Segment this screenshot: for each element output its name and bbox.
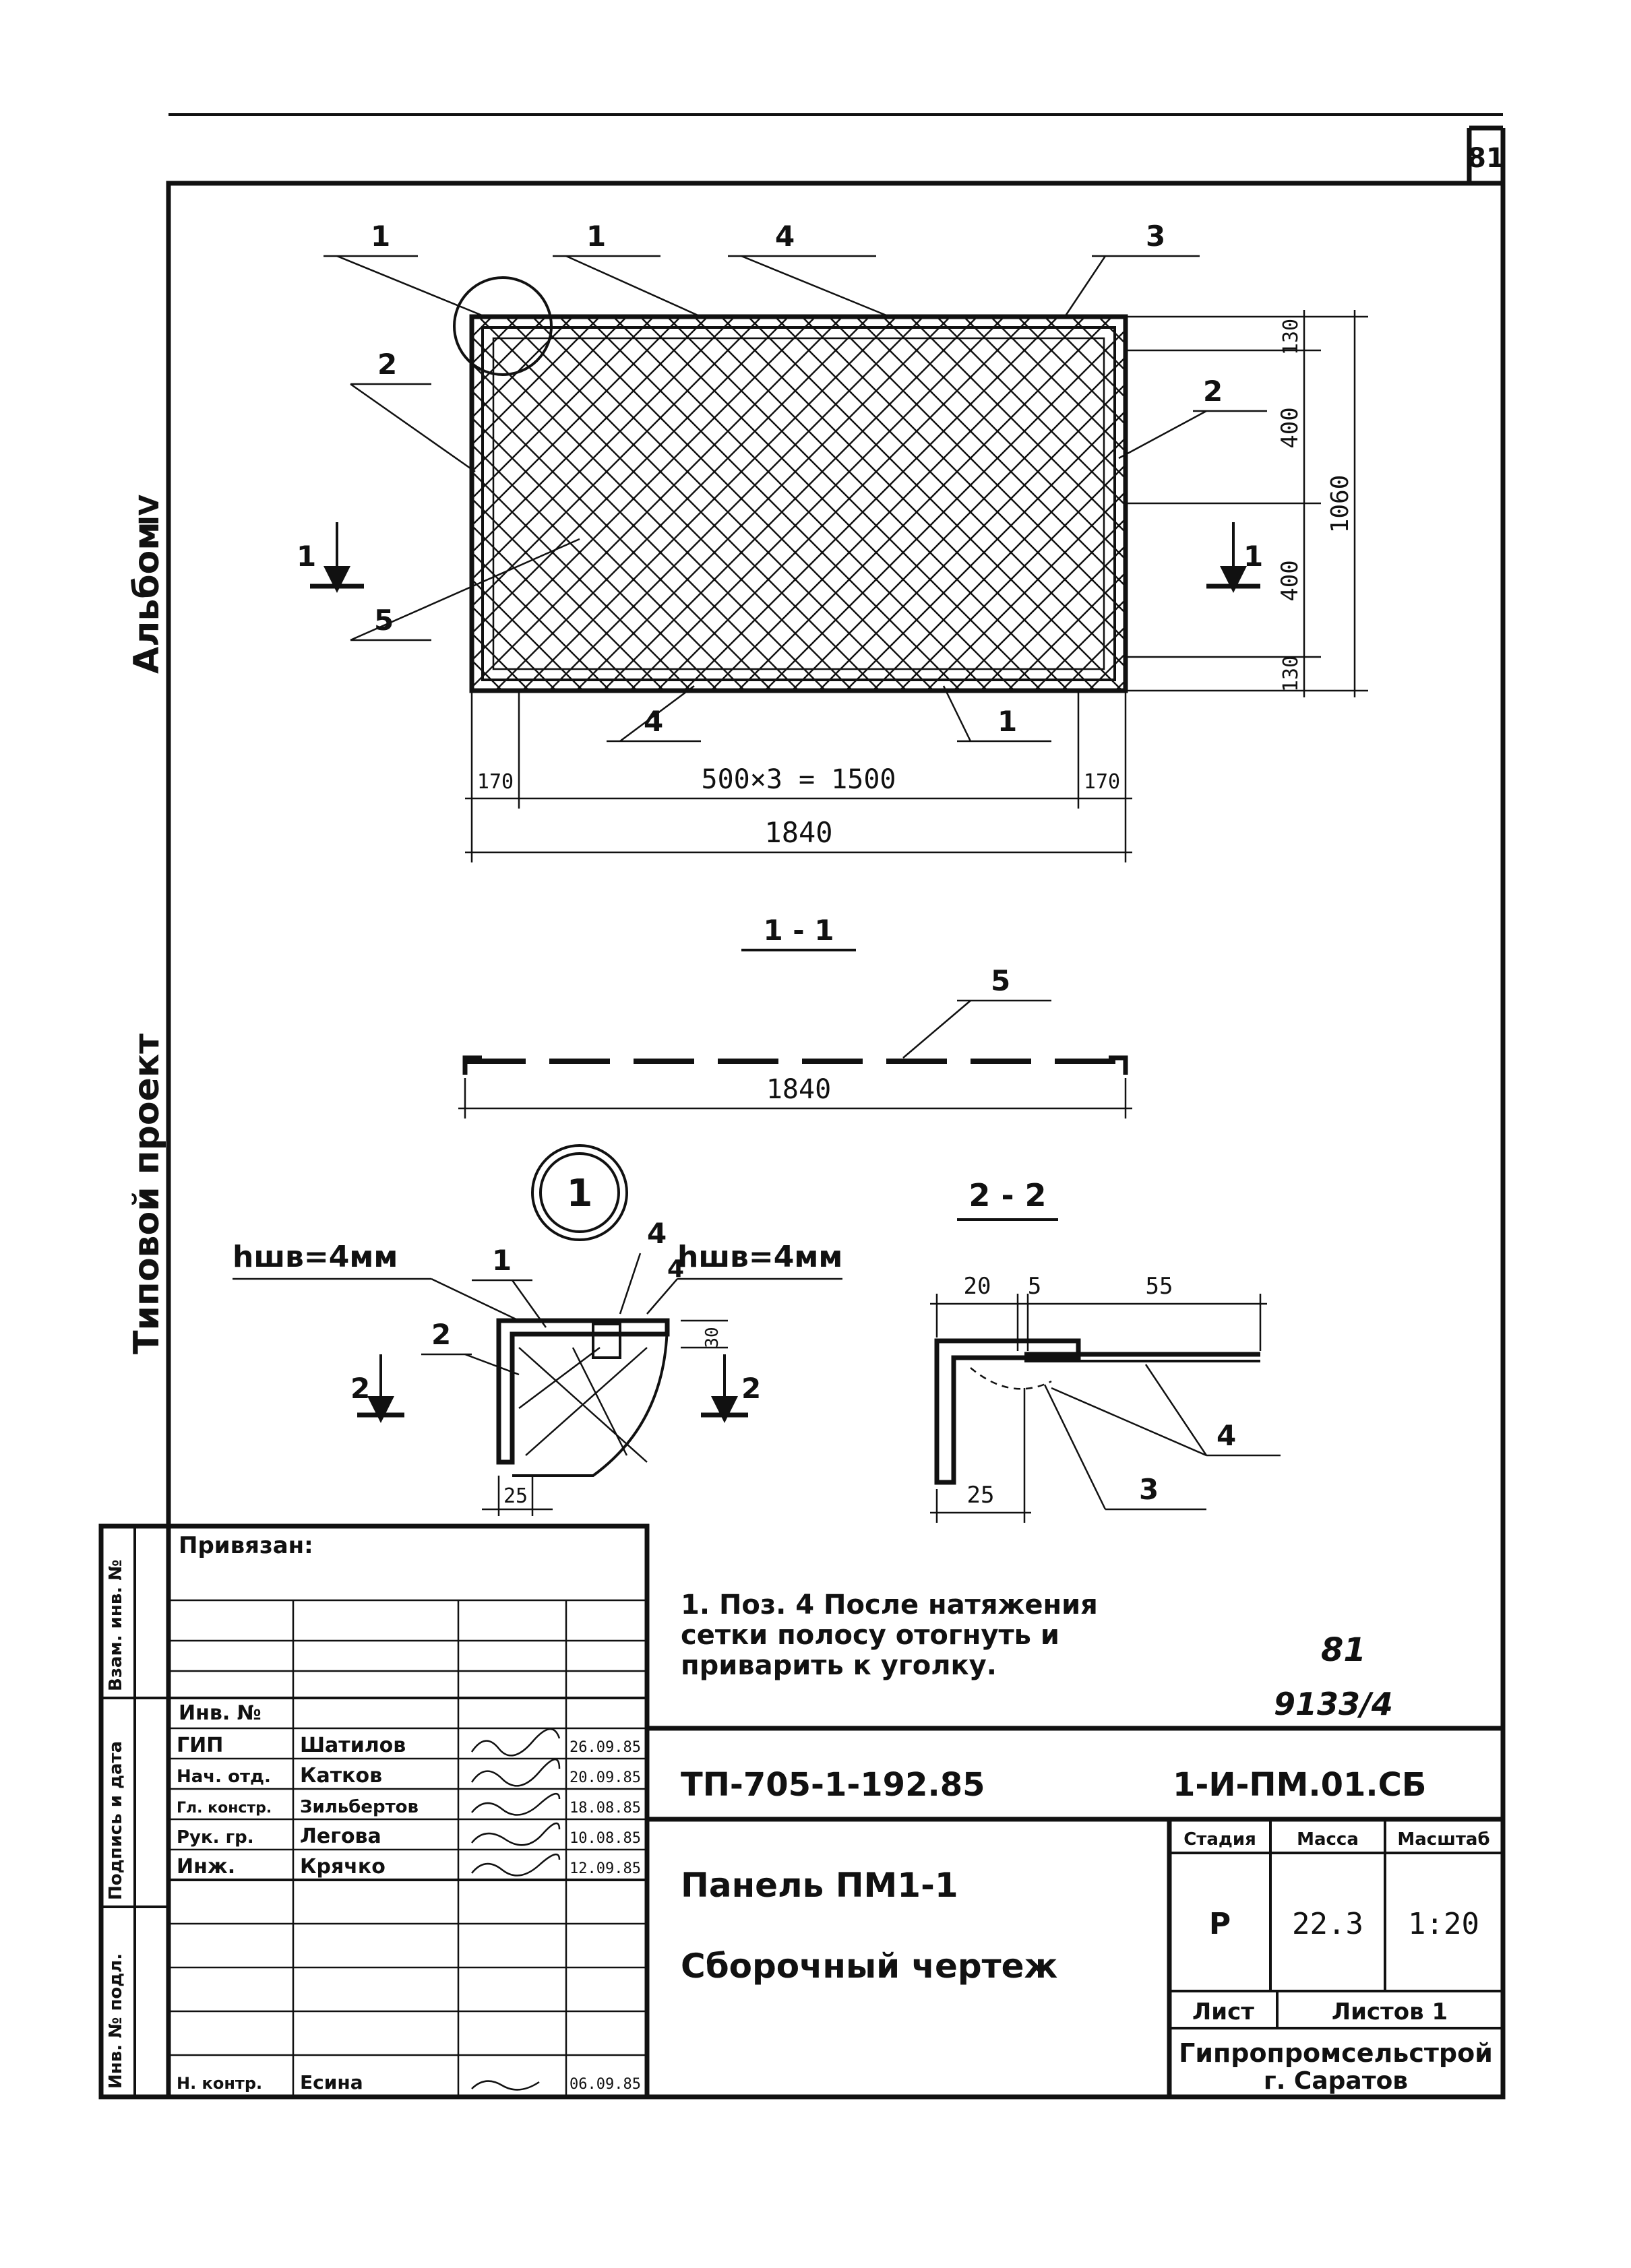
- svg-text:1: 1: [567, 1172, 593, 1216]
- svg-text:Нач. отд.: Нач. отд.: [177, 1767, 271, 1787]
- signatures: [470, 1728, 561, 2091]
- section-2-2: 2 - 2 20 5 55 25 4 3: [930, 1177, 1281, 1523]
- panel-plan-view: 1 1 4 3 2 2 5 4 1 1 1 130 400 400 130 10…: [297, 220, 1368, 862]
- svg-text:1:20: 1:20: [1408, 1907, 1479, 1941]
- svg-text:4: 4: [1217, 1419, 1236, 1452]
- svg-text:30: 30: [702, 1327, 722, 1348]
- svg-text:Р: Р: [1209, 1907, 1231, 1941]
- side-inscription-album: Альбом IV: [127, 495, 167, 674]
- svg-text:Рук. гр.: Рук. гр.: [177, 1827, 254, 1848]
- svg-text:приварить к уголку.: приварить к уголку.: [681, 1650, 997, 1681]
- svg-text:170: 170: [1084, 770, 1120, 794]
- title-block-main: ТП-705-1-192.85 1-И-ПМ.01.СБ Панель ПМ1-…: [647, 1726, 1503, 2097]
- svg-text:IV: IV: [134, 495, 165, 526]
- svg-text:Шатилов: Шатилов: [300, 1734, 406, 1757]
- svg-text:1840: 1840: [766, 1074, 831, 1105]
- svg-text:55: 55: [1146, 1273, 1173, 1300]
- node-1-detail: 1 hшв=4мм hшв=4мм 1 4 4 2 30 25 2 2: [233, 1144, 842, 1516]
- svg-text:Гл. констр.: Гл. констр.: [177, 1800, 272, 1817]
- svg-text:500×3 = 1500: 500×3 = 1500: [702, 764, 896, 795]
- svg-text:hшв=4мм: hшв=4мм: [677, 1240, 842, 1274]
- svg-text:130: 130: [1279, 319, 1303, 355]
- svg-text:26.09.85: 26.09.85: [570, 1739, 641, 1756]
- section-1-1: 1 - 1 5 1840: [458, 914, 1132, 1119]
- item-name: Панель ПМ1-1: [681, 1866, 958, 1905]
- svg-text:20: 20: [964, 1273, 991, 1300]
- svg-text:2: 2: [431, 1318, 451, 1351]
- svg-text:Зильбертов: Зильбертов: [300, 1797, 419, 1817]
- svg-text:170: 170: [477, 770, 514, 794]
- svg-text:18.08.85: 18.08.85: [570, 1800, 641, 1817]
- stamp-side-columns: Взам. инв. № Подпись и дата Инв. № подл.: [98, 1523, 171, 2100]
- svg-text:Н. контр.: Н. контр.: [177, 2074, 262, 2093]
- svg-text:25: 25: [967, 1482, 995, 1509]
- svg-text:Инв. № подл.: Инв. № подл.: [106, 1953, 126, 2089]
- document-code: 1-И-ПМ.01.СБ: [1173, 1766, 1426, 1804]
- svg-text:5: 5: [374, 604, 394, 637]
- svg-text:1: 1: [371, 220, 390, 253]
- svg-text:1: 1: [997, 705, 1017, 738]
- svg-text:Листов 1: Листов 1: [1332, 1998, 1448, 2025]
- svg-text:hшв=4мм: hшв=4мм: [233, 1240, 398, 1274]
- svg-text:22.3: 22.3: [1292, 1907, 1363, 1941]
- city: г. Саратов: [1264, 2067, 1408, 2095]
- svg-text:2: 2: [377, 348, 397, 381]
- svg-text:5: 5: [991, 964, 1010, 997]
- svg-text:20.09.85: 20.09.85: [570, 1769, 641, 1786]
- svg-text:25: 25: [503, 1484, 528, 1508]
- svg-text:1: 1: [1243, 540, 1263, 573]
- svg-text:1: 1: [297, 540, 316, 573]
- svg-text:400: 400: [1276, 407, 1303, 448]
- svg-text:Инж.: Инж.: [177, 1855, 235, 1879]
- general-note: 1. Поз. 4 После натяжения сетки полосу о…: [681, 1589, 1098, 1681]
- svg-text:130: 130: [1279, 656, 1303, 692]
- svg-text:Масштаб: Масштаб: [1397, 1829, 1489, 1850]
- svg-text:Стадия: Стадия: [1183, 1829, 1256, 1850]
- sheet-number: 81: [1467, 143, 1505, 174]
- project-code: ТП-705-1-192.85: [681, 1766, 985, 1804]
- svg-text:06.09.85: 06.09.85: [570, 2076, 641, 2093]
- svg-text:2: 2: [350, 1372, 370, 1405]
- svg-text:12.09.85: 12.09.85: [570, 1860, 641, 1877]
- handwritten-number-bottom: 9133/4: [1274, 1686, 1393, 1722]
- svg-text:1060: 1060: [1326, 475, 1354, 534]
- svg-text:Легова: Легова: [300, 1825, 381, 1848]
- node-1-callout-circle: [453, 276, 553, 376]
- svg-text:1 - 1: 1 - 1: [763, 914, 834, 947]
- svg-text:Масса: Масса: [1297, 1829, 1359, 1850]
- svg-text:1: 1: [492, 1244, 512, 1277]
- svg-text:Есина: Есина: [300, 2071, 363, 2093]
- svg-text:1. Поз. 4 После натяжения: 1. Поз. 4 После натяжения: [681, 1589, 1098, 1620]
- svg-text:10.08.85: 10.08.85: [570, 1830, 641, 1847]
- svg-text:сетки полосу отогнуть и: сетки полосу отогнуть и: [681, 1620, 1059, 1651]
- svg-text:2: 2: [1203, 375, 1223, 408]
- svg-text:4: 4: [647, 1217, 667, 1250]
- svg-text:4: 4: [667, 1255, 684, 1283]
- title-block-signatures: Привязан: Инв. № ГИП Нач. отд. Гл. конст…: [166, 1523, 650, 2100]
- side-inscription-project: Типовой проект: [127, 1034, 167, 1354]
- drawing-type: Сборочный чертеж: [681, 1947, 1058, 1986]
- svg-text:ГИП: ГИП: [177, 1734, 223, 1757]
- organization: Гипропромсельстрой: [1179, 2038, 1493, 2068]
- svg-text:5: 5: [1028, 1273, 1041, 1300]
- svg-text:2 - 2: 2 - 2: [968, 1177, 1046, 1214]
- svg-text:Крячко: Крячко: [300, 1855, 386, 1879]
- svg-text:Взам. инв. №: Взам. инв. №: [106, 1560, 126, 1692]
- svg-text:Привязан:: Привязан:: [179, 1532, 313, 1559]
- svg-text:3: 3: [1139, 1473, 1159, 1506]
- svg-text:4: 4: [644, 705, 663, 738]
- svg-text:1840: 1840: [764, 816, 832, 849]
- svg-text:Альбом: Альбом: [127, 522, 167, 674]
- handwritten-number-top: 81: [1321, 1631, 1366, 1669]
- svg-text:1: 1: [586, 220, 606, 253]
- svg-text:4: 4: [775, 220, 795, 253]
- svg-text:Инв. №: Инв. №: [179, 1701, 261, 1725]
- svg-text:3: 3: [1146, 220, 1165, 253]
- svg-text:Подпись и дата: Подпись и дата: [106, 1741, 126, 1900]
- svg-text:2: 2: [741, 1372, 761, 1405]
- svg-text:Катков: Катков: [300, 1764, 382, 1788]
- svg-text:400: 400: [1276, 560, 1303, 601]
- svg-text:Лист: Лист: [1192, 1998, 1254, 2025]
